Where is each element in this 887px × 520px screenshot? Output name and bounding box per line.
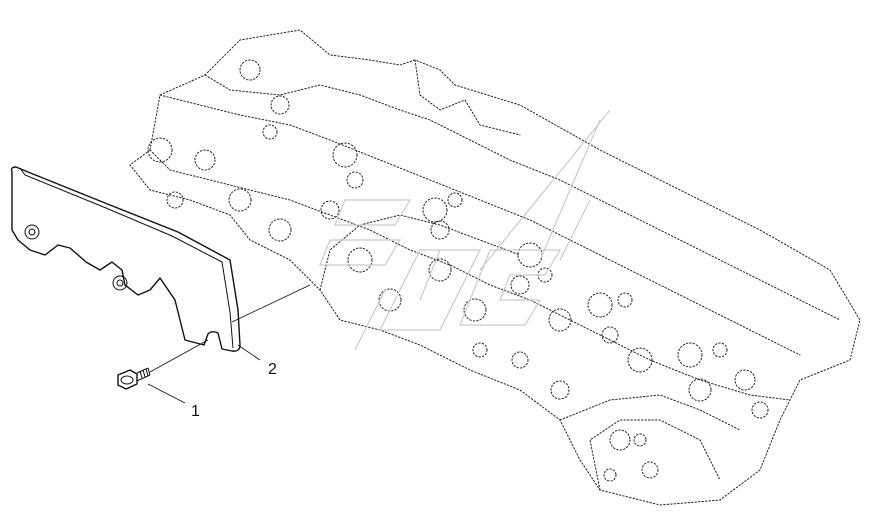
callout-label-1: 1	[191, 403, 200, 420]
cylinder-head-ghost	[129, 29, 861, 506]
leader-line-2	[237, 344, 261, 361]
watermark-logo	[319, 109, 611, 351]
cover-plate-part-2	[10, 166, 311, 352]
callout-label-2: 2	[268, 361, 277, 378]
flange-bolt-part-1	[117, 339, 209, 390]
leader-line-1	[147, 383, 186, 404]
